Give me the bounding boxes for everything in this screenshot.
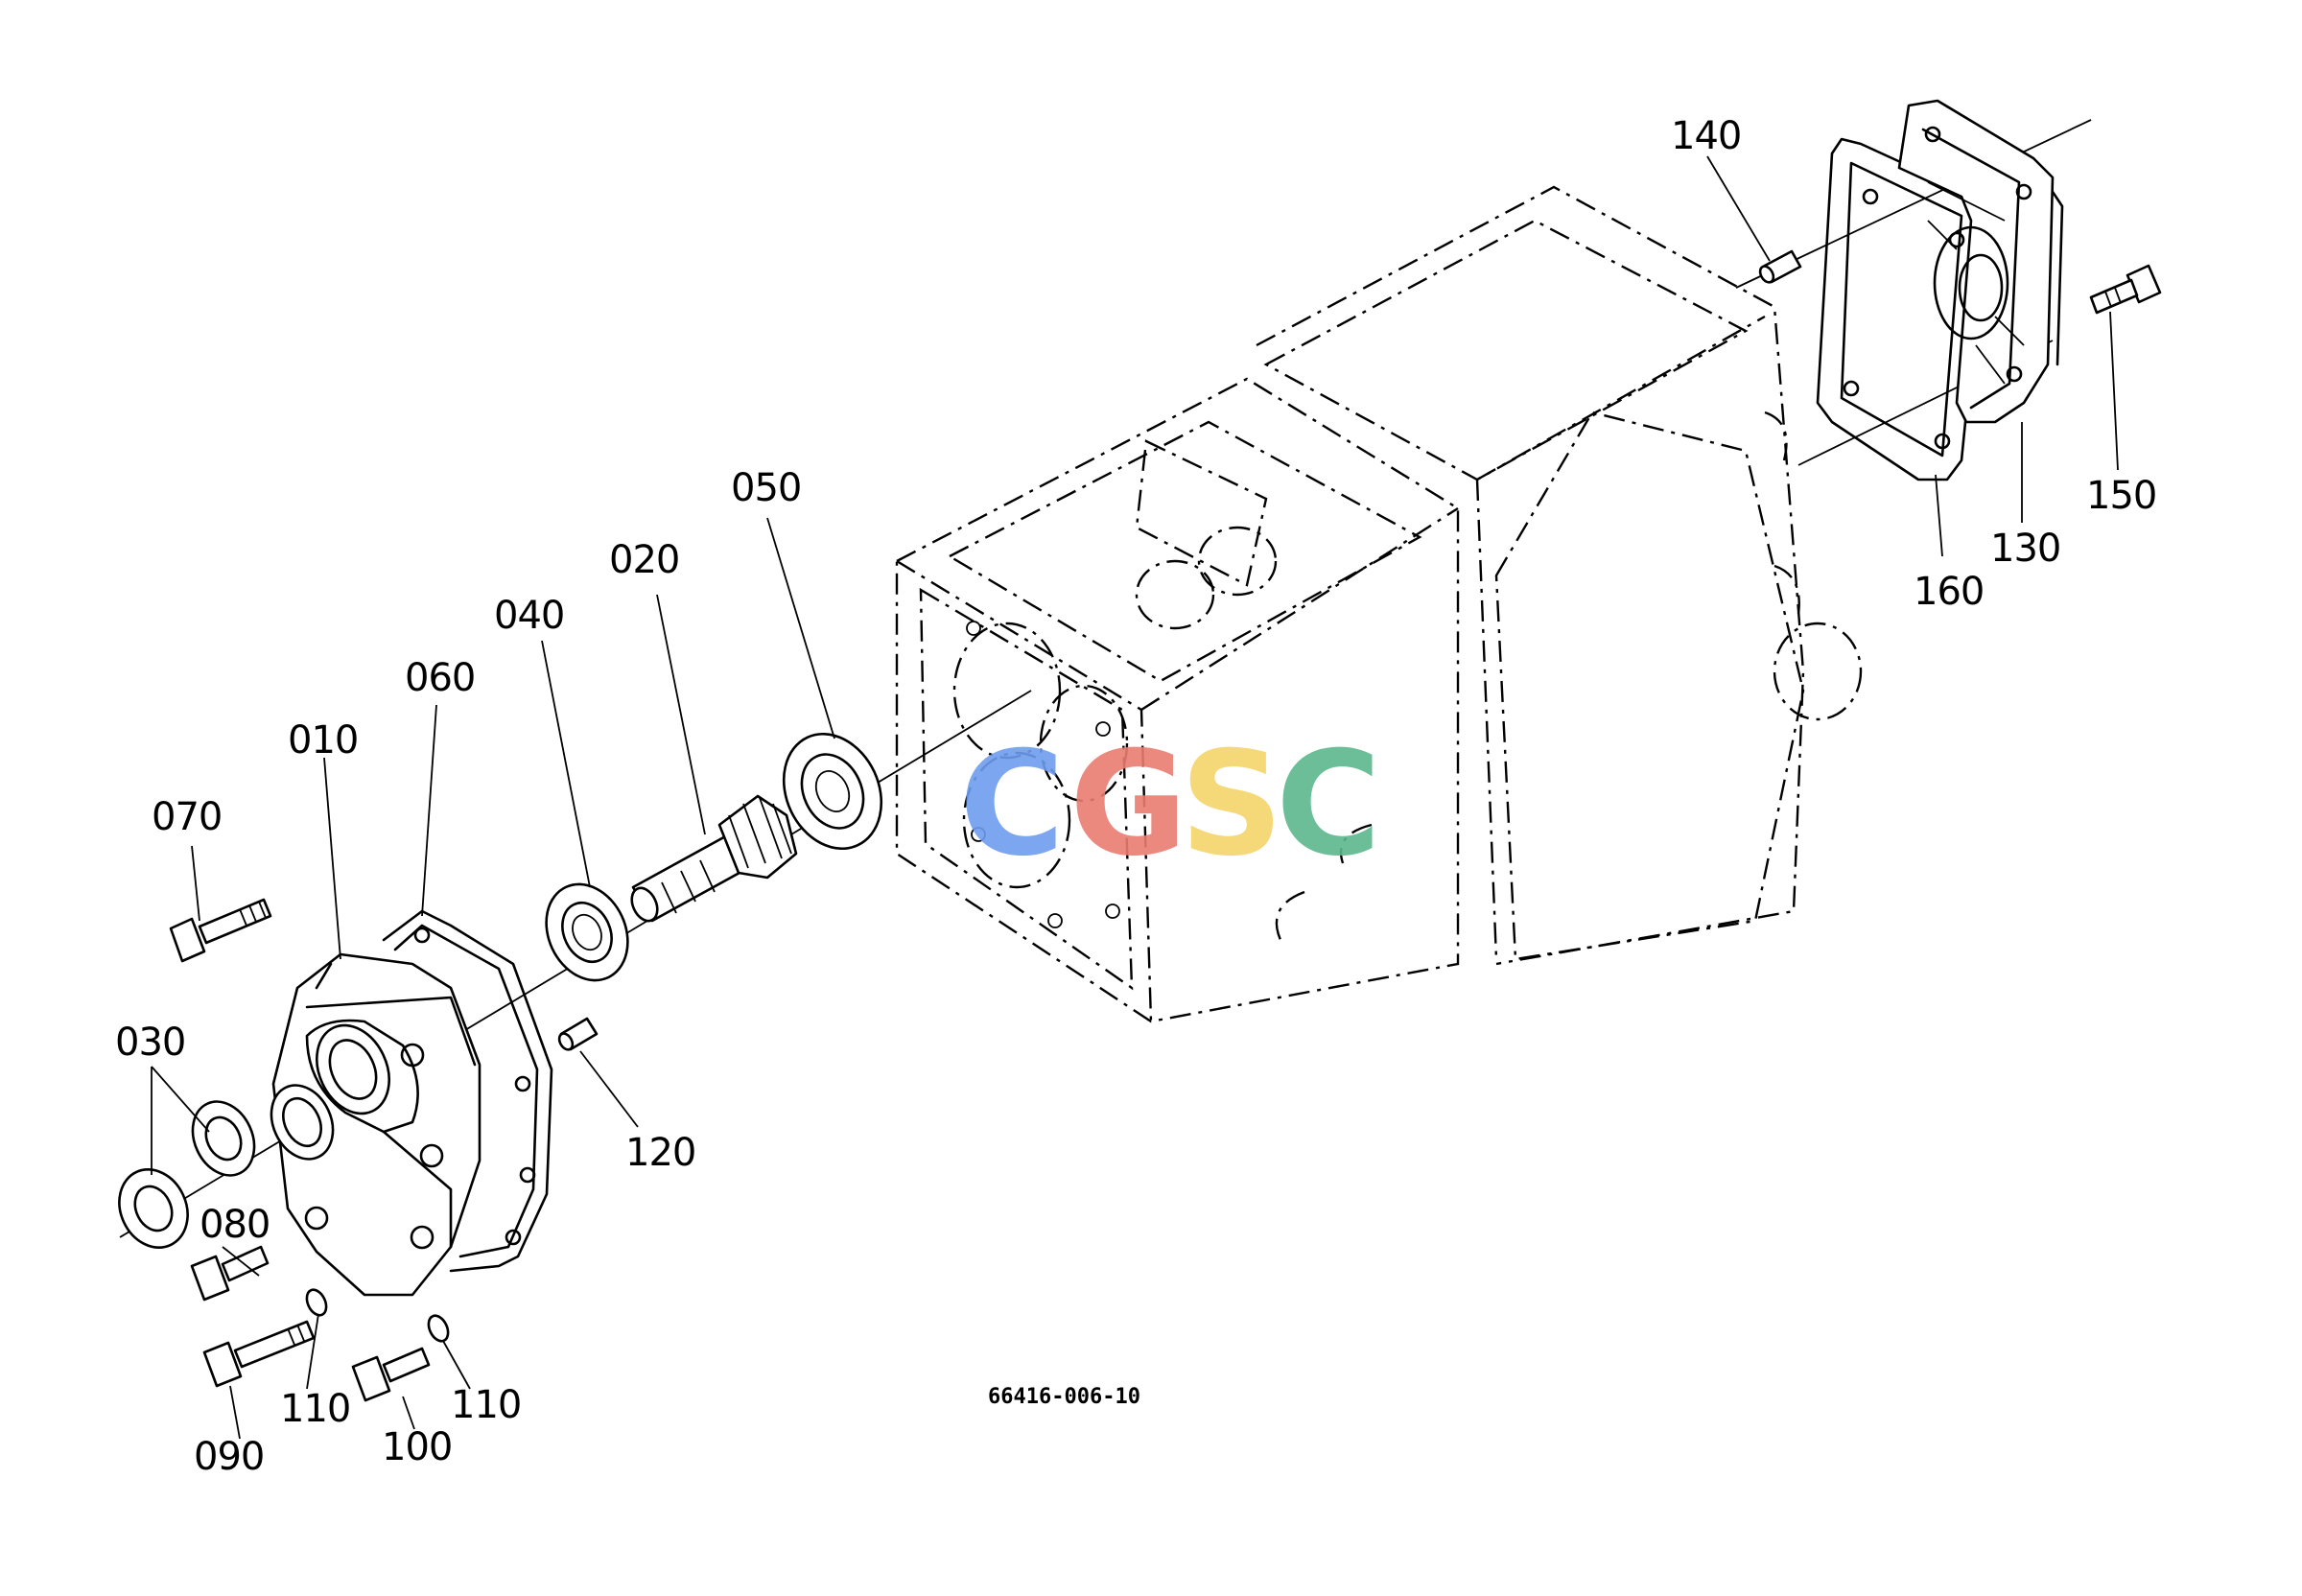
- part-130-rear-cover: [1897, 99, 2064, 424]
- part-140-pin: [1758, 249, 1802, 284]
- label-140: 140: [1671, 114, 1741, 158]
- watermark-letter-4: C: [1276, 721, 1381, 888]
- label-090: 090: [194, 1435, 264, 1479]
- transmission-case: [895, 185, 1863, 1023]
- part-150-bolt: [2089, 264, 2162, 315]
- label-160: 160: [1914, 570, 1984, 614]
- part-090-bolt: [202, 1320, 316, 1388]
- watermark-letter-1: C: [959, 721, 1065, 888]
- part-120-pin: [557, 1017, 599, 1051]
- label-010: 010: [288, 718, 358, 763]
- part-060-gasket: [382, 909, 553, 1273]
- part-070-bolt: [169, 898, 272, 963]
- part-020-pinion-shaft: [630, 794, 798, 923]
- part-050-bearing: [782, 732, 883, 851]
- label-020: 020: [609, 538, 679, 582]
- label-080: 080: [200, 1203, 270, 1247]
- label-040: 040: [494, 594, 564, 638]
- leader-lines: [151, 155, 2119, 1440]
- label-050: 050: [731, 466, 801, 510]
- watermark-letter-3: S: [1180, 721, 1283, 888]
- label-110-right: 110: [451, 1383, 521, 1427]
- part-040-bearing: [545, 882, 629, 982]
- label-130: 130: [1990, 527, 2060, 571]
- label-030: 030: [115, 1021, 185, 1065]
- part-100-bolt: [351, 1347, 431, 1402]
- drawing-code: 66416-006-10: [988, 1385, 1140, 1409]
- part-labels: 010 060 040 020 050 070 030 080 090 110 …: [115, 114, 2157, 1479]
- watermark-letter-2: G: [1069, 721, 1187, 888]
- label-110-left: 110: [280, 1387, 350, 1431]
- label-120: 120: [625, 1131, 695, 1175]
- part-030-seals: [118, 1100, 256, 1249]
- part-010-housing: [270, 952, 482, 1297]
- part-110-washers: [305, 1288, 450, 1343]
- label-100: 100: [382, 1425, 452, 1469]
- label-150: 150: [2086, 474, 2156, 518]
- label-060: 060: [405, 656, 475, 700]
- label-070: 070: [152, 795, 222, 839]
- watermark-logo: C G S C: [959, 721, 1381, 888]
